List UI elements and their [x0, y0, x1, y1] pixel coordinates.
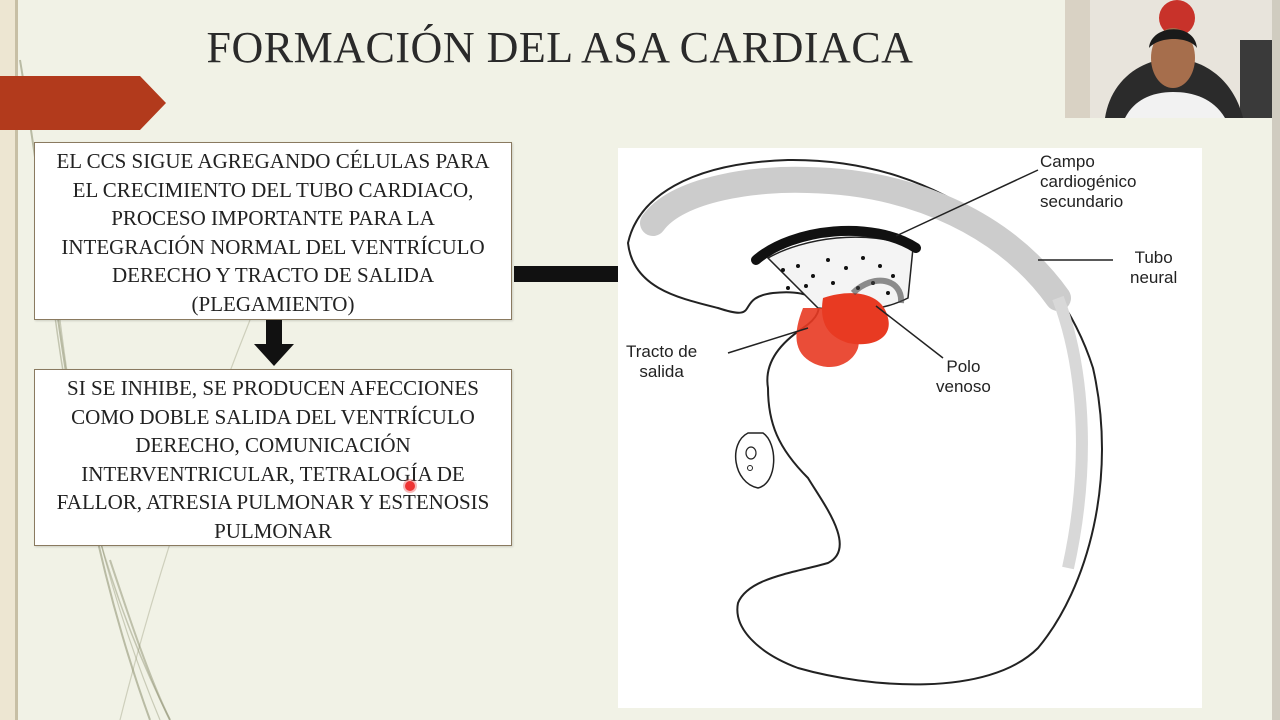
label-tubo-neural: Tubo neural [1130, 248, 1178, 287]
slide-left-border [0, 0, 18, 720]
text-box-afecciones: SI SE INHIBE, SE PRODUCEN AFECCIONES COM… [34, 369, 512, 546]
laser-pointer [405, 481, 415, 491]
embryo-heart-figure [618, 148, 1202, 708]
label-campo-cardiogenico: Campo cardiogénico secundario [1040, 152, 1137, 211]
slide-right-border [1272, 0, 1280, 720]
title-accent-arrow [0, 76, 166, 130]
down-arrow-icon [254, 320, 294, 366]
slide-title: FORMACIÓN DEL ASA CARDIACA [206, 23, 914, 72]
webcam-video [1065, 0, 1280, 118]
label-polo-venoso: Polo venoso [936, 357, 991, 396]
label-tracto-salida: Tracto de salida [626, 342, 698, 381]
text-box-ccs: EL CCS SIGUE AGREGANDO CÉLULAS PARA EL C… [34, 142, 512, 320]
